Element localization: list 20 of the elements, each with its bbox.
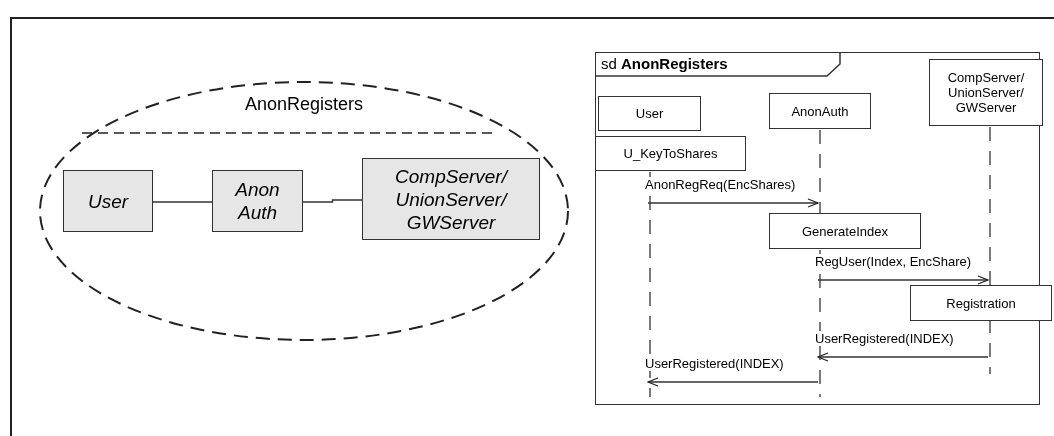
activity-box: GenerateIndex: [769, 213, 921, 249]
connector-line: [152, 201, 213, 203]
sequence-frame: [595, 52, 1040, 405]
frame-title: sd AnonRegisters: [601, 56, 728, 71]
activity-box: U_KeyToShares: [595, 136, 746, 171]
message-label: RegUser(Index, EncShare): [814, 254, 973, 269]
message-label: AnonRegReq(EncShares): [644, 177, 797, 192]
role-box: CompServer/ UnionServer/ GWServer: [362, 158, 540, 240]
connector-line: [302, 199, 363, 203]
collaboration-title: AnonRegisters: [243, 97, 365, 112]
role-box: AnonAuth: [212, 170, 303, 232]
collaboration-ellipse: [38, 80, 570, 342]
message-arrow: [817, 275, 989, 285]
message-label: UserRegistered(INDEX): [644, 356, 785, 371]
message-label: UserRegistered(INDEX): [814, 331, 955, 346]
message-arrow: [647, 198, 819, 208]
activity-box: Registration: [910, 285, 1052, 321]
role-box: User: [63, 170, 153, 232]
message-arrow: [647, 377, 819, 387]
message-arrow: [817, 352, 989, 362]
